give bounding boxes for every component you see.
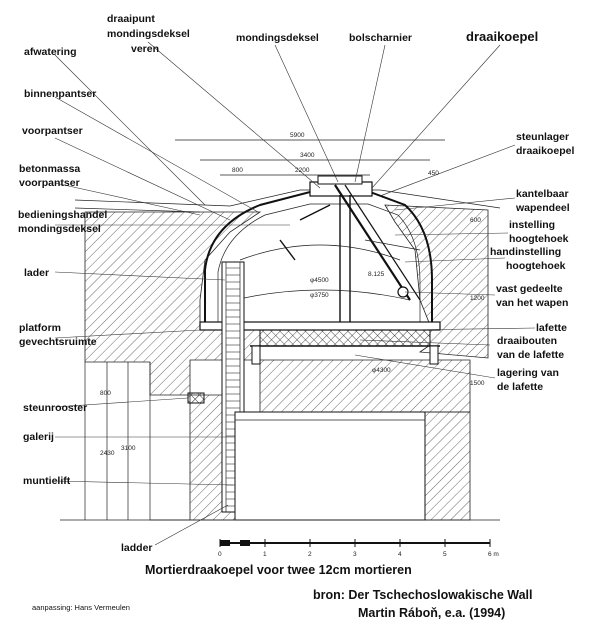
caption: Mortierdraakoepel voor twee 12cm mortier… — [145, 563, 412, 577]
dimension-lines: 5900 3400 800 2200 450 φ4500 φ3750 φ4300… — [100, 132, 485, 520]
label-steunlager-2: draaikoepel — [516, 145, 574, 157]
label-vast-1: vast gedeelte — [496, 283, 563, 295]
label-bedieningshandel-1: bedieningshandel — [18, 209, 107, 221]
label-kantelbaar-1: kantelbaar — [516, 188, 569, 200]
scale-tick-label: 4 — [398, 551, 402, 558]
label-betonmassa-2: voorpantser — [19, 177, 80, 189]
label-draaipunt-2: mondingsdeksel — [107, 28, 190, 40]
dim-800-left: 800 — [100, 390, 111, 397]
label-platform-1: platform — [19, 322, 61, 334]
dim-800: 800 — [232, 167, 243, 174]
dim-3100: 3100 — [121, 445, 136, 452]
dim-1500: 1500 — [470, 380, 485, 387]
label-afwatering: afwatering — [24, 46, 77, 58]
label-draaipunt-1: draaipunt — [107, 13, 155, 25]
label-bolscharnier: bolscharnier — [349, 32, 412, 44]
scale-tick-label: 5 — [443, 551, 447, 558]
dim-phi4500: φ4500 — [310, 277, 329, 284]
label-handinstelling-1: handinstelling — [490, 246, 561, 258]
drainage-line — [74, 189, 501, 209]
label-instelling-2: hoogtehoek — [509, 233, 569, 245]
credit: aanpassing: Hans Vermeulen — [32, 603, 130, 612]
source-line-2: Martin Ráboň, e.a. (1994) — [358, 606, 505, 620]
scale-tick-label: 6 m — [488, 551, 499, 558]
label-mondingsdeksel: mondingsdeksel — [236, 32, 319, 44]
dim-5900: 5900 — [290, 132, 305, 139]
label-binnenpantser: binnenpantser — [24, 88, 96, 100]
support-grid — [187, 392, 205, 404]
leader-lines — [54, 41, 536, 546]
dim-2200: 2200 — [295, 167, 310, 174]
label-muntielift: muntielift — [23, 475, 71, 487]
dim-3400: 3400 — [300, 152, 315, 159]
label-lafette: lafette — [536, 322, 567, 334]
label-draaibouten-1: draaibouten — [497, 335, 557, 347]
scale-tick-label: 3 — [353, 551, 357, 558]
label-galerij: galerij — [23, 431, 54, 443]
label-lagering-1: lagering van — [497, 367, 559, 379]
scale-tick-label: 2 — [308, 551, 312, 558]
label-lagering-2: de lafette — [497, 381, 543, 393]
label-instelling-1: instelling — [509, 219, 555, 231]
dim-phi4300: φ4300 — [372, 367, 391, 374]
dim-8125: 8.125 — [368, 271, 385, 278]
dim-450: 450 — [428, 170, 439, 177]
label-bedieningshandel-2: mondingsdeksel — [18, 223, 101, 235]
label-voorpantser: voorpantser — [22, 125, 83, 137]
label-platform-2: gevechtsruimte — [19, 336, 97, 348]
label-betonmassa-1: betonmassa — [19, 163, 80, 175]
label-lader: lader — [24, 267, 49, 279]
label-draaibouten-2: van de lafette — [497, 349, 564, 361]
dim-2430: 2430 — [100, 450, 115, 457]
label-draaipunt-3: veren — [131, 43, 159, 55]
label-draaikoepel: draaikoepel — [466, 29, 538, 44]
label-vast-2: van het wapen — [496, 297, 568, 309]
mortar-mechanism — [279, 184, 421, 325]
gallery — [234, 411, 426, 521]
scale-tick-label: 1 — [263, 551, 267, 558]
dim-600: 600 — [470, 217, 481, 224]
dim-1200: 1200 — [470, 295, 485, 302]
gun-carriage — [199, 321, 441, 365]
label-steunrooster: steunrooster — [23, 402, 87, 414]
label-ladder: ladder — [121, 542, 153, 554]
scale-ticks: 0 1 2 3 4 5 6 m — [218, 539, 499, 558]
label-steunlager-1: steunlager — [516, 131, 569, 143]
label-kantelbaar-2: wapendeel — [515, 202, 570, 214]
dim-phi3750: φ3750 — [310, 292, 329, 299]
scale-tick-label: 0 — [218, 551, 222, 558]
label-handinstelling-2: hoogtehoek — [506, 260, 566, 272]
source-line-1: bron: Der Tschechoslowakische Wall — [313, 588, 533, 602]
